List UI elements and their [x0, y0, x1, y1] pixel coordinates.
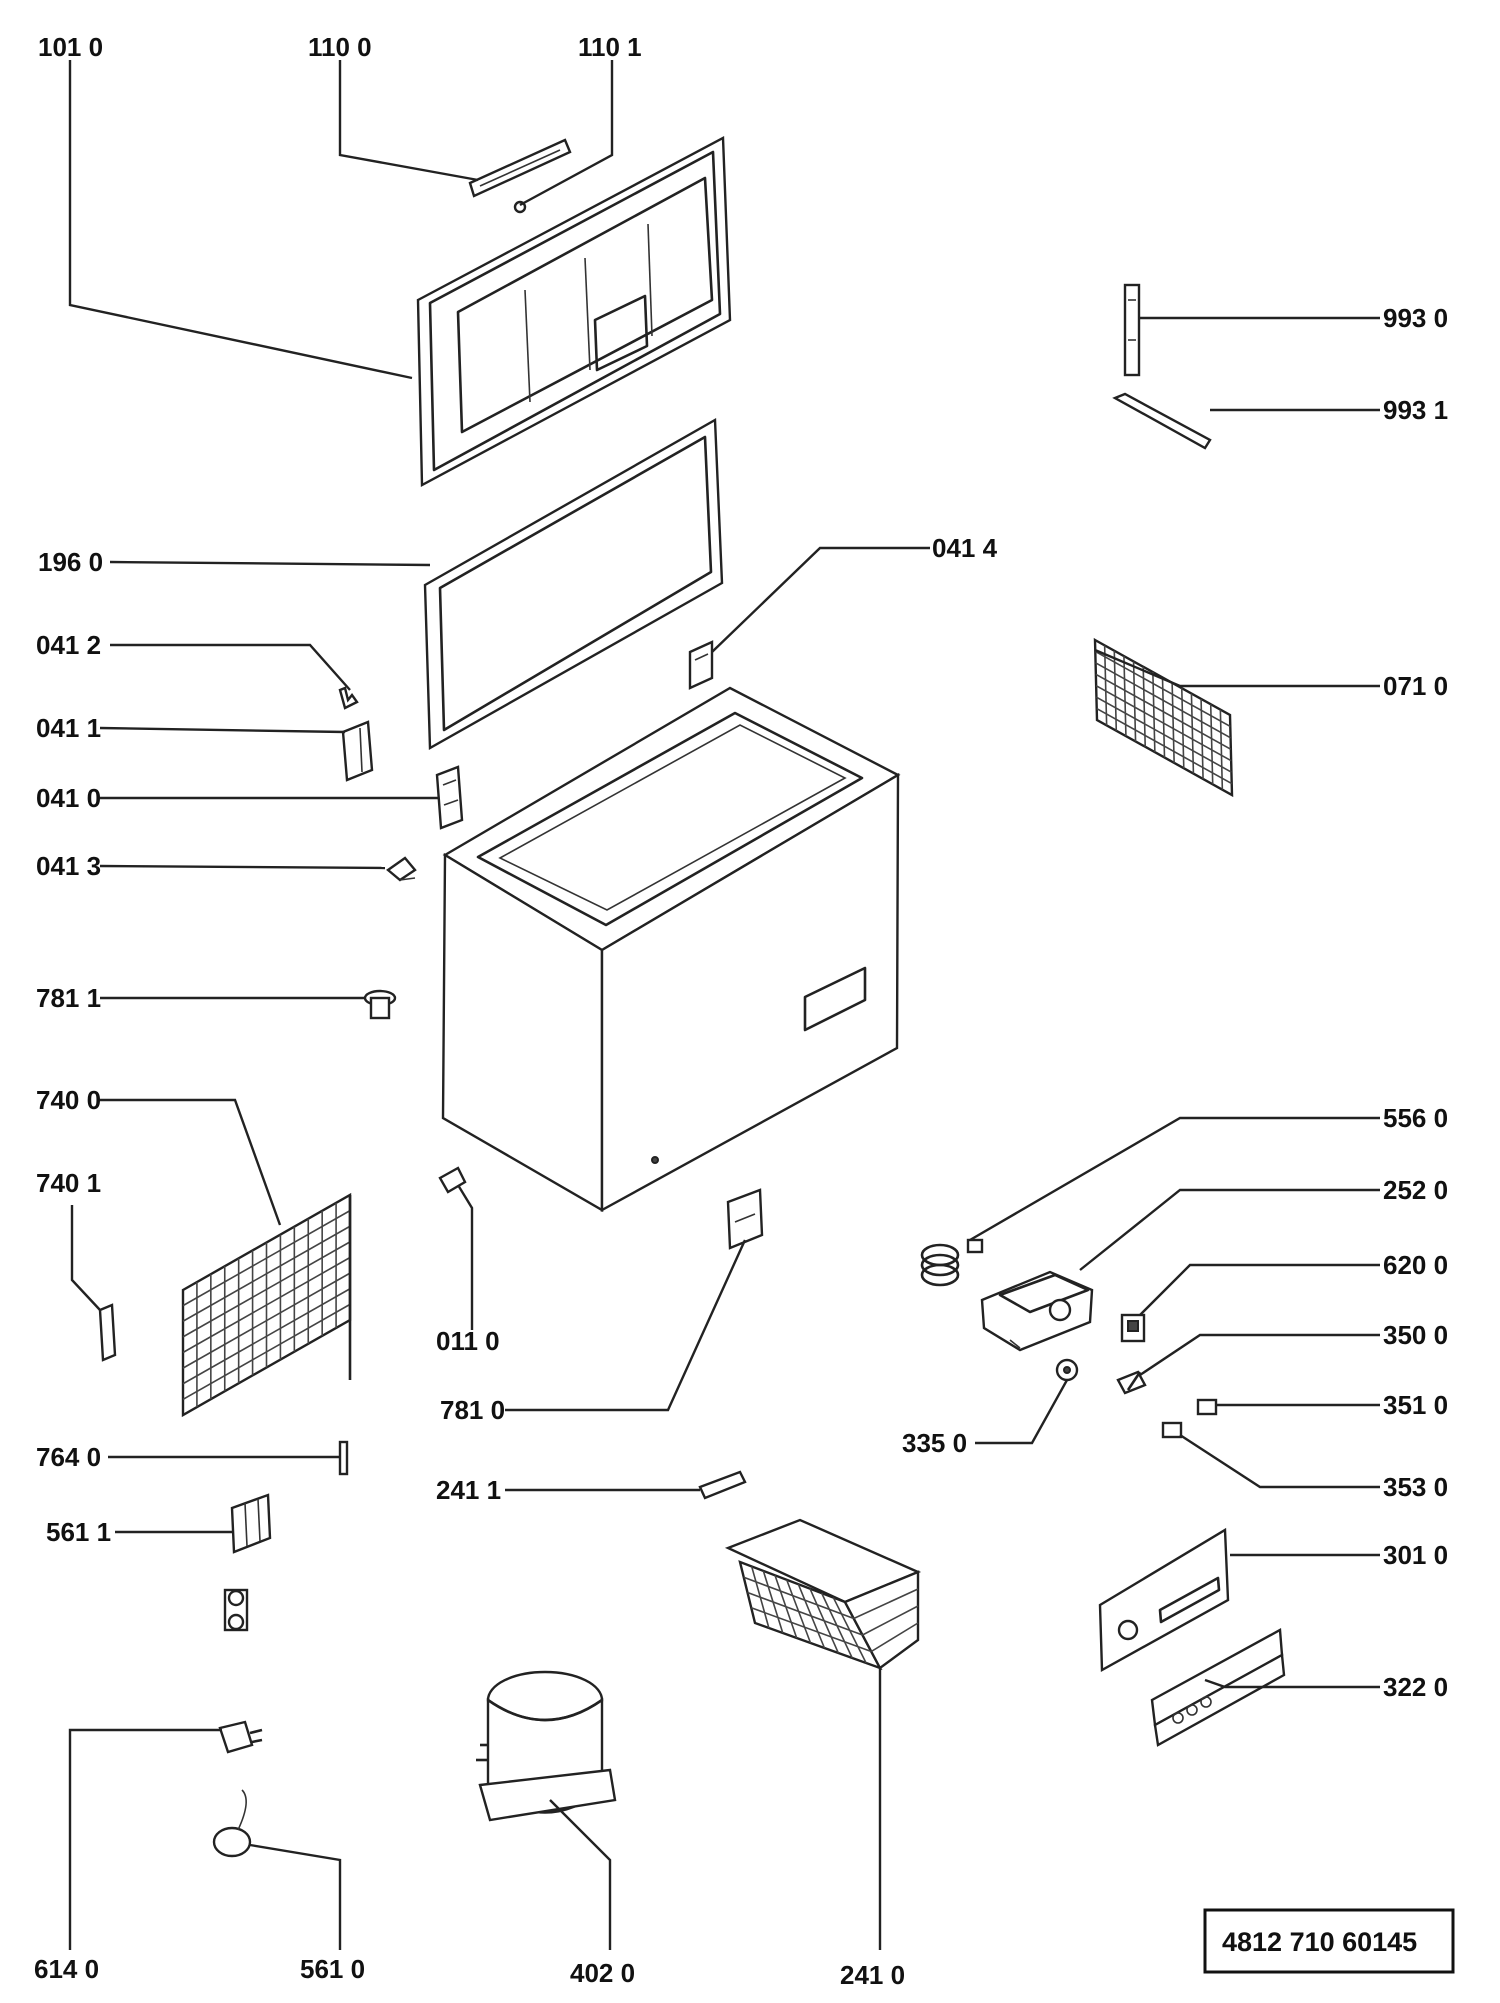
basket-bracket-part — [698, 1470, 747, 1500]
label-620-0: 620 0 — [1383, 1250, 1448, 1280]
label-993-0: 993 0 — [1383, 303, 1448, 333]
hinge-part — [435, 765, 464, 830]
control-panel-insert-part — [1150, 1628, 1286, 1747]
label-781-0: 781 0 — [440, 1395, 505, 1425]
label-041-4: 041 4 — [932, 533, 998, 563]
hinge-part — [386, 856, 417, 882]
lock-cover-part — [1112, 392, 1212, 450]
label-351-0: 351 0 — [1383, 1390, 1448, 1420]
drier-part — [338, 1440, 349, 1476]
compressor-part — [476, 1670, 617, 1822]
knob-part — [1055, 1358, 1079, 1382]
document-number: 4812 710 60145 — [1222, 1927, 1417, 1957]
door-lock-part — [1123, 283, 1141, 377]
label-350-0: 350 0 — [1383, 1320, 1448, 1350]
lamp-part — [1196, 1398, 1218, 1416]
label-041-2: 041 2 — [36, 630, 101, 660]
label-556-0: 556 0 — [1383, 1103, 1448, 1133]
relay-part — [230, 1493, 272, 1554]
label-561-0: 561 0 — [300, 1954, 365, 1984]
plug-part — [363, 989, 397, 1020]
label-322-0: 322 0 — [1383, 1672, 1448, 1702]
label-101-0: 101 0 — [38, 32, 103, 62]
lens-part — [1161, 1421, 1183, 1439]
label-614-0: 614 0 — [34, 1954, 99, 1984]
label-071-0: 071 0 — [1383, 671, 1448, 701]
cabinet-part — [441, 686, 901, 1213]
gasket-part — [423, 417, 724, 751]
thermostat-coil-part — [920, 1238, 984, 1287]
document-number-box: 4812 710 60145 — [1203, 1908, 1455, 1974]
label-335-0: 335 0 — [902, 1428, 967, 1458]
power-cord-part — [218, 1720, 263, 1754]
label-740-0: 740 0 — [36, 1085, 101, 1115]
control-panel-part — [1098, 1527, 1230, 1673]
basket-part — [724, 1518, 922, 1671]
hinge-part — [341, 720, 374, 782]
terminal-part — [223, 1588, 249, 1632]
label-781-1: 781 1 — [36, 983, 101, 1013]
label-110-0: 110 0 — [308, 32, 372, 62]
label-110-1: 110 1 — [578, 32, 642, 62]
switch-part — [1120, 1313, 1146, 1343]
foot-part — [438, 1166, 467, 1194]
label-041-0: 041 0 — [36, 783, 101, 813]
label-241-1: 241 1 — [436, 1475, 501, 1505]
label-041-3: 041 3 — [36, 851, 101, 881]
capacitor-part — [212, 1789, 252, 1858]
label-252-0: 252 0 — [1383, 1175, 1448, 1205]
clip-part — [98, 1303, 117, 1362]
condenser-part — [181, 1192, 352, 1418]
leader-lines — [68, 60, 1380, 1950]
lid-handle-part — [468, 138, 572, 198]
label-402-0: 402 0 — [570, 1958, 635, 1988]
grille-part — [1093, 637, 1234, 798]
label-740-1: 740 1 — [36, 1168, 101, 1198]
thermostat-housing-part — [980, 1270, 1094, 1352]
lamp-holder-part — [1116, 1370, 1147, 1395]
label-993-1: 993 1 — [1383, 395, 1448, 425]
label-353-0: 353 0 — [1383, 1472, 1448, 1502]
label-011-0: 011 0 — [436, 1326, 500, 1356]
label-196-0: 196 0 — [38, 547, 103, 577]
bracket-part — [726, 1188, 764, 1250]
lid-part — [416, 136, 732, 487]
hinge-part — [688, 640, 714, 690]
label-301-0: 301 0 — [1383, 1540, 1448, 1570]
label-041-1: 041 1 — [36, 713, 101, 743]
hinge-part — [338, 686, 359, 710]
label-241-0: 241 0 — [840, 1960, 905, 1990]
label-561-1: 561 1 — [46, 1517, 111, 1547]
label-764-0: 764 0 — [36, 1442, 101, 1472]
